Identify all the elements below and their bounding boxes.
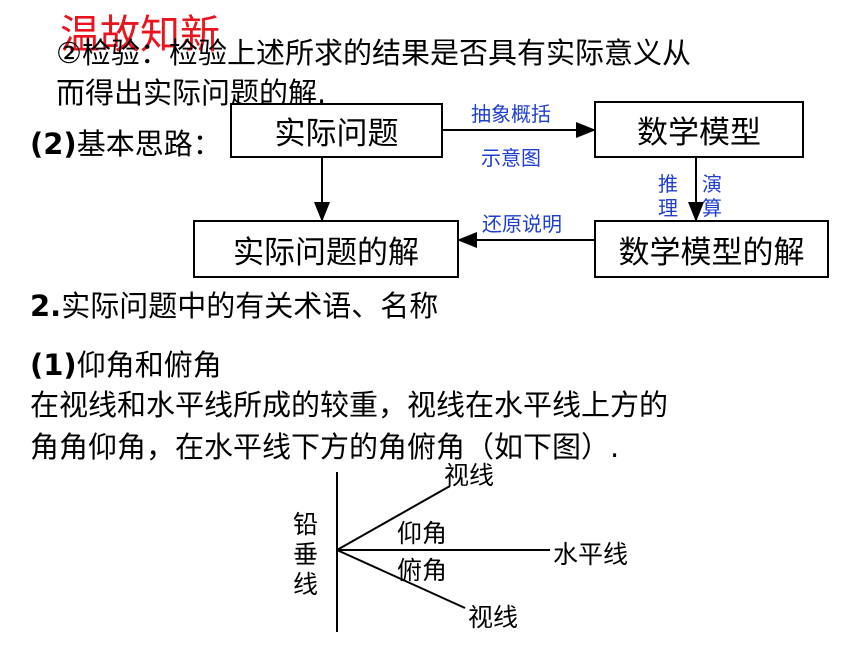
vertical-label-1: 铅 <box>293 510 319 539</box>
definition-line-1: 在视线和水平线所成的较重，视线在水平线上方的 <box>30 388 669 422</box>
basic-approach-label: 基本思路： <box>76 127 222 161</box>
section-2-text: 实际问题中的有关术语、名称 <box>61 289 439 323</box>
label-calc-2: 算 <box>702 196 722 220</box>
subsection-1-heading: (1)仰角和俯角 <box>30 342 222 384</box>
label-diagram: 示意图 <box>481 146 541 170</box>
elevation-angle-label: 仰角 <box>397 519 448 548</box>
vertical-label-3: 线 <box>293 570 319 599</box>
label-abstract: 抽象概括 <box>471 102 551 126</box>
subsection-1-number: (1) <box>30 348 77 382</box>
box-real-solution: 实际问题的解 <box>193 220 459 278</box>
page-title: 温故知新 <box>60 12 220 58</box>
basic-approach-number: (2) <box>30 127 77 161</box>
section-2-heading: 2.实际问题中的有关术语、名称 <box>30 283 438 325</box>
vertical-label-2: 垂 <box>293 540 319 569</box>
sight-line-up <box>336 485 451 551</box>
basic-approach-heading: (2)基本思路： <box>30 121 222 163</box>
label-calc-1: 演 <box>702 172 722 196</box>
box-model-solution: 数学模型的解 <box>594 220 829 278</box>
definition-line-2: 角角仰角，在水平线下方的角俯角（如下图）. <box>30 430 620 464</box>
label-reason-1: 推 <box>658 172 678 196</box>
depression-angle-label: 俯角 <box>397 556 448 585</box>
check-line-1: ②检验：检验上述所求的结果是否具有实际意义从 <box>56 36 691 70</box>
box-real-problem: 实际问题 <box>230 103 443 158</box>
label-reason-2: 理 <box>658 196 678 220</box>
subsection-1-text: 仰角和俯角 <box>76 348 222 382</box>
label-restore: 还原说明 <box>482 212 562 236</box>
sight-line-down <box>336 549 466 609</box>
sight-line-top-label: 视线 <box>444 461 495 490</box>
horizontal-line-label: 水平线 <box>553 540 629 569</box>
section-2-number: 2. <box>30 289 62 323</box>
box-math-model: 数学模型 <box>594 101 804 158</box>
sight-line-bottom-label: 视线 <box>468 603 519 632</box>
